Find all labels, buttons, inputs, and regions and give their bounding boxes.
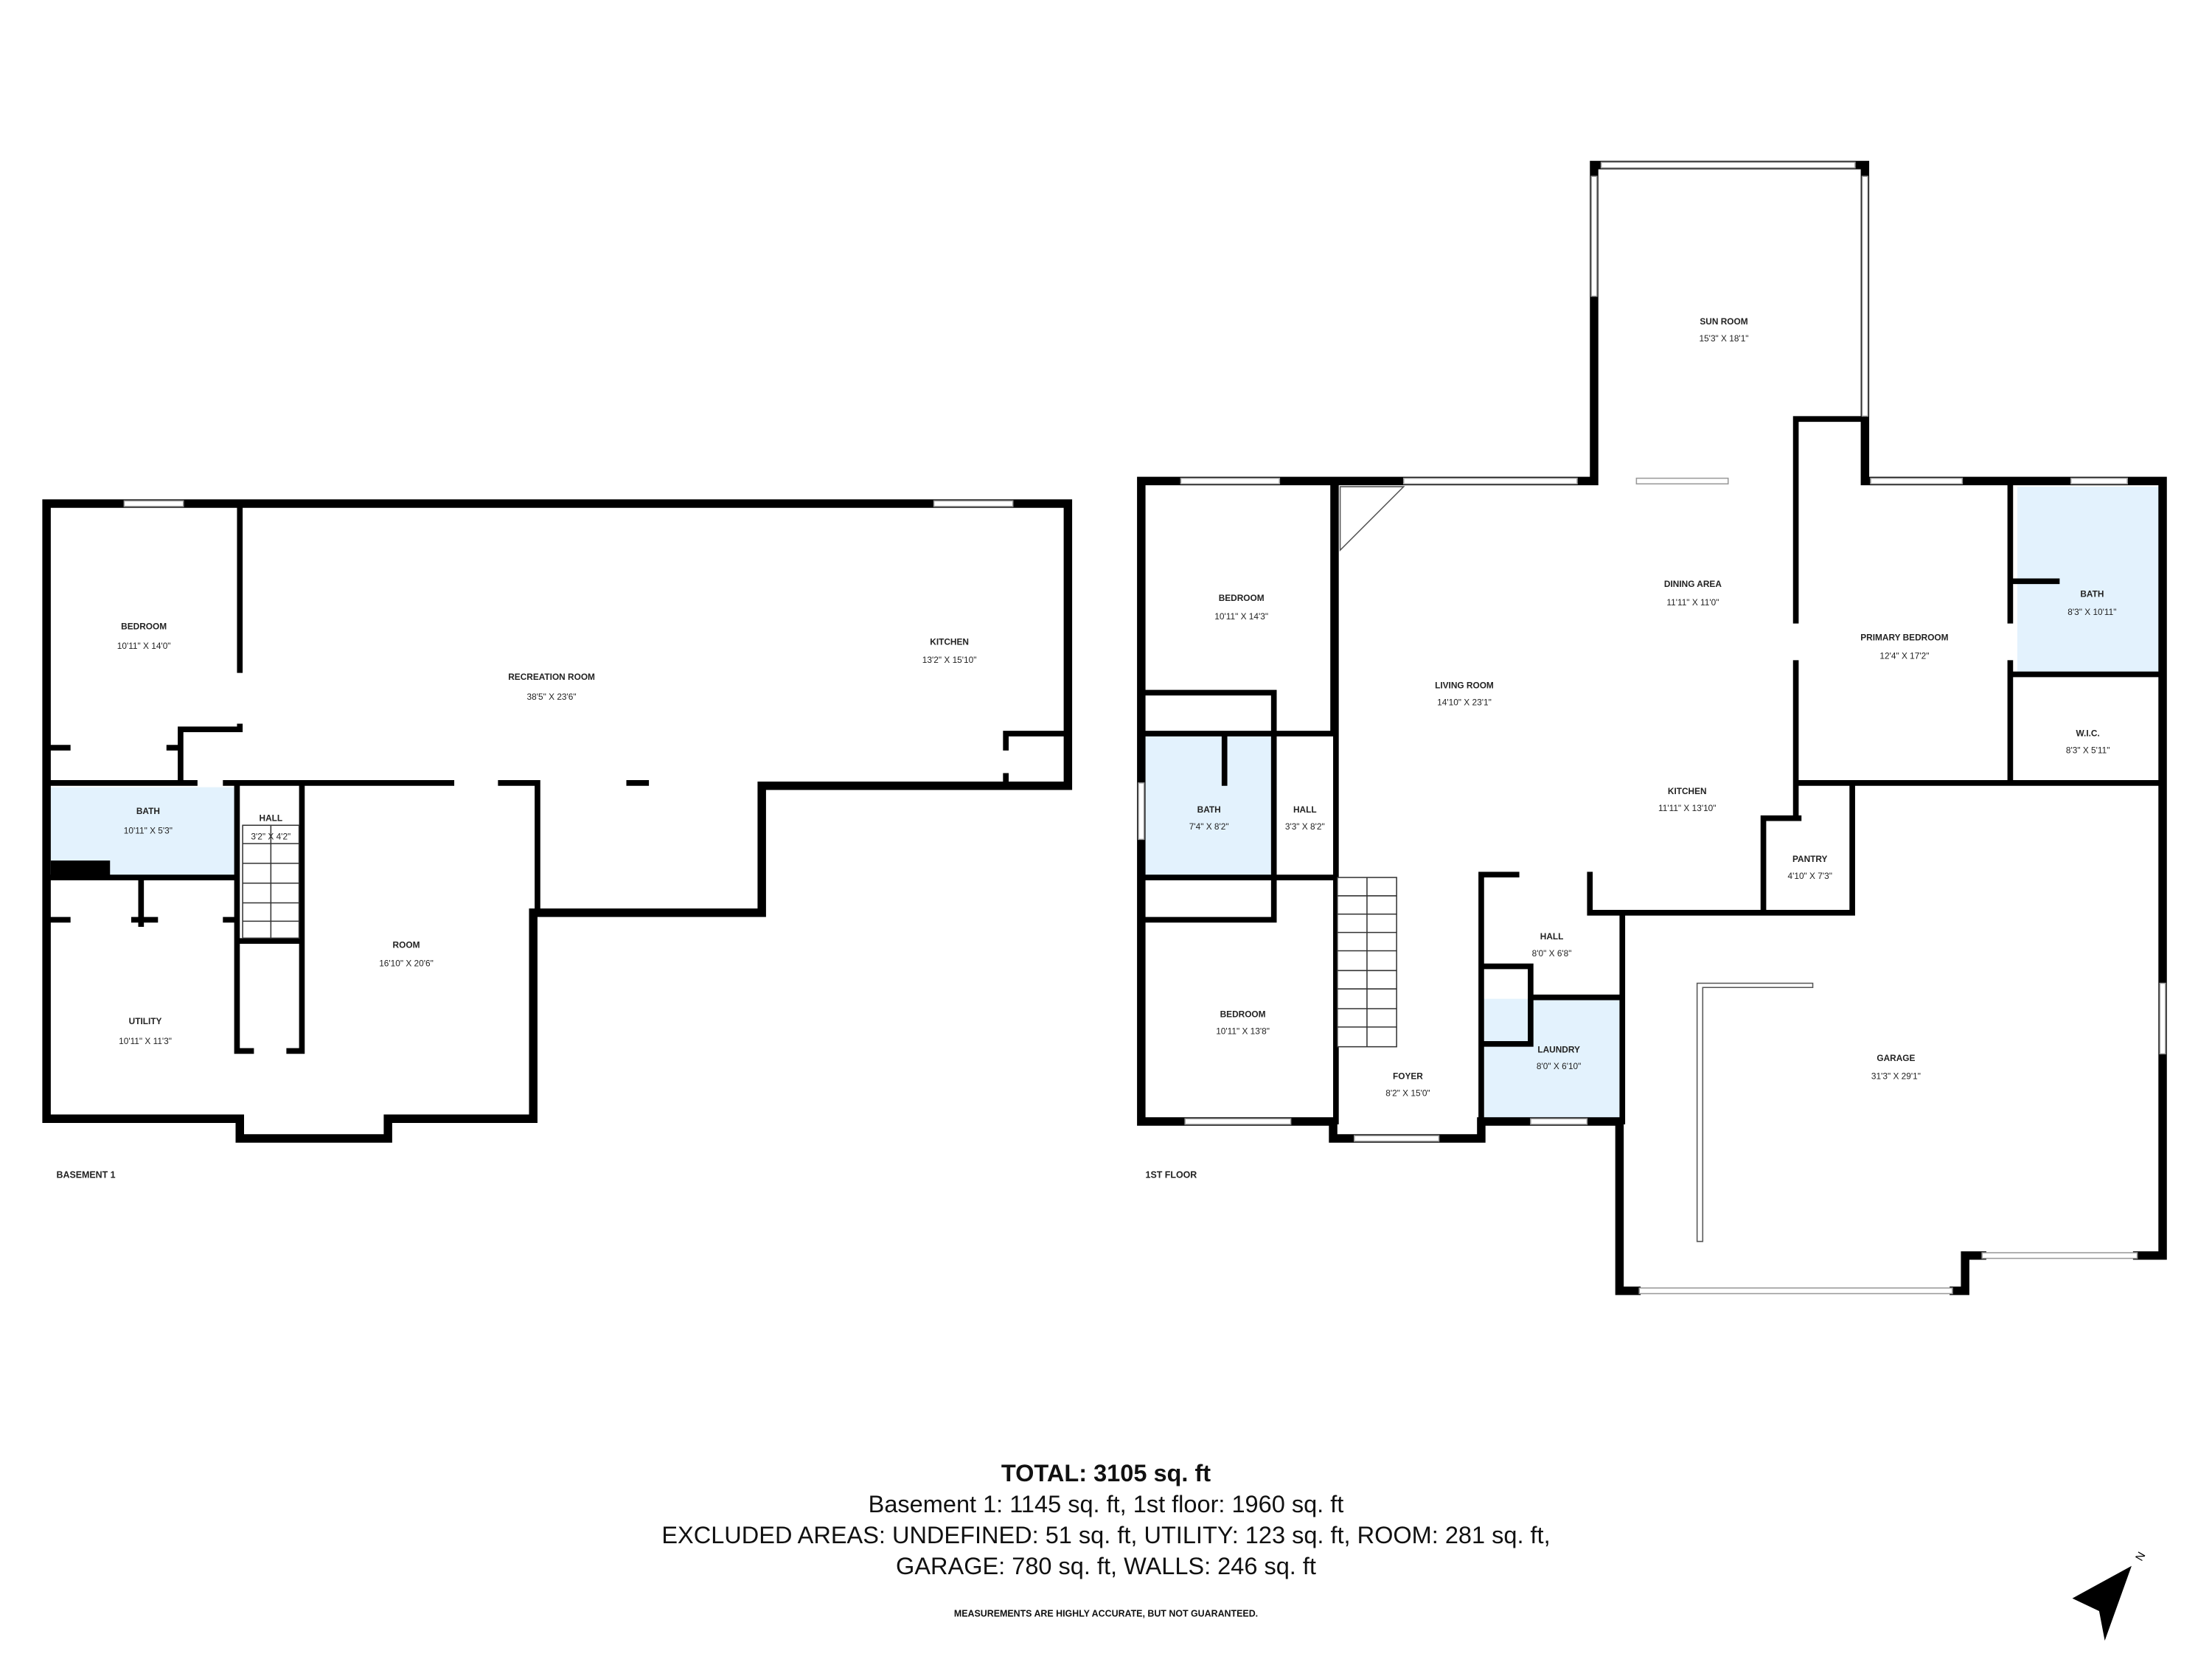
basement-stairs [242,824,300,939]
room-dims: 10'11" X 14'3" [1214,611,1268,622]
basement-black-block [50,860,111,878]
room-name: UTILITY [129,1016,162,1026]
window [1180,477,1281,485]
floor-label: 1ST FLOOR [1146,1170,1197,1180]
floor-label: BASEMENT 1 [57,1170,116,1180]
excluded-areas-line1: EXCLUDED AREAS: UNDEFINED: 51 sq. ft, UT… [661,1522,1550,1548]
area-summary: TOTAL: 3105 sq. ft Basement 1: 1145 sq. … [661,1460,1550,1619]
room-dims: 15'3" X 18'1" [1699,333,1748,344]
window [1600,161,1856,169]
room-dims: 12'4" X 17'2" [1879,650,1929,661]
window [1870,477,1964,485]
basement-window [933,500,1014,507]
basement-window [123,500,184,507]
room-name: BATH [2080,588,2104,599]
room-name: DINING AREA [1664,579,1722,589]
room-dims: 7'4" X 8'2" [1189,821,1229,832]
room-name: RECREATION ROOM [508,672,595,682]
room-dims: 13'2" X 15'10" [922,655,977,665]
disclaimer: MEASUREMENTS ARE HIGHLY ACCURATE, BUT NO… [954,1609,1258,1619]
room-name: KITCHEN [930,636,969,647]
window [1353,1135,1440,1142]
window [1590,175,1598,297]
room-dims: 8'2" X 15'0" [1385,1088,1430,1099]
room-name: BEDROOM [1219,593,1265,603]
room-name: W.I.C. [2076,728,2099,739]
window [1530,1118,1588,1125]
garage-counter [1696,982,1814,1242]
room-name: BEDROOM [1220,1009,1266,1019]
first-floor-interior-walls [1138,416,2166,1124]
bath-fill [1145,736,1274,878]
window [1635,477,1729,485]
room-dims: 14'10" X 23'1" [1437,698,1492,708]
room-dims: 10'11" X 11'3" [119,1036,172,1046]
room-name: LAUNDRY [1537,1044,1580,1054]
room-name: KITCHEN [1668,786,1707,796]
fireplace [1339,486,1405,552]
room-name: PANTRY [1792,854,1828,864]
floor-areas: Basement 1: 1145 sq. ft, 1st floor: 1960… [869,1491,1344,1517]
room-dims: 11'11" X 13'10" [1658,803,1716,813]
room-name: HALL [1293,804,1317,815]
room-dims: 4'10" X 7'3" [1788,871,1832,881]
first-floor-plan: SUN ROOM 15'3" X 18'1" BEDROOM 10'11" X … [1137,161,2167,1295]
laundry-fill [1484,998,1620,1122]
window [1861,175,1868,417]
window [2159,982,2166,1054]
excluded-areas-line2: GARAGE: 780 sq. ft, WALLS: 246 sq. ft [896,1553,1316,1579]
room-name: PRIMARY BEDROOM [1860,633,1948,643]
room-name: GARAGE [1877,1053,1915,1063]
basement-plan: BEDROOM 10'11" X 14'0" RECREATION ROOM 3… [42,499,1073,1180]
room-dims: 8'3" X 10'11" [2067,607,2116,617]
room-dims: 10'11" X 14'0" [117,641,171,651]
first-floor-stairs [1337,877,1397,1048]
window [1184,1118,1292,1125]
room-dims: 10'11" X 5'3" [124,826,173,836]
room-dims: 11'11" X 11'0" [1666,597,1719,608]
room-name: LIVING ROOM [1435,681,1494,691]
room-name: BATH [136,806,160,816]
room-name: SUN ROOM [1700,316,1747,327]
room-name: BEDROOM [121,621,167,631]
room-name: HALL [260,813,283,824]
window [1402,477,1578,485]
window [2070,477,2128,485]
room-dims: 31'3" X 29'1" [1871,1071,1921,1082]
room-dims: 3'3" X 8'2" [1285,821,1325,832]
room-dims: 8'3" X 5'11" [2066,745,2110,756]
total-area: TOTAL: 3105 sq. ft [1001,1460,1211,1486]
room-name: FOYER [1393,1071,1423,1082]
basement-interior-walls [44,501,1071,1054]
room-name: ROOM [393,940,420,950]
room-dims: 3'2" X 4'2" [251,831,291,841]
room-name: HALL [1540,931,1564,942]
compass-label: N [2133,1550,2148,1563]
north-arrow-icon: N [2072,1550,2149,1641]
window [1138,782,1145,841]
room-dims: 8'0" X 6'10" [1537,1061,1581,1071]
room-name: BATH [1197,804,1221,815]
room-dims: 16'10" X 20'6" [379,959,434,969]
room-dims: 8'0" X 6'8" [1532,948,1572,959]
garage-door [1638,1287,1953,1295]
room-dims: 10'11" X 13'8" [1216,1026,1270,1036]
room-dims: 38'5" X 23'6" [527,692,577,702]
basement-outer-wall [42,499,1073,1143]
garage-door [1981,1252,2138,1259]
